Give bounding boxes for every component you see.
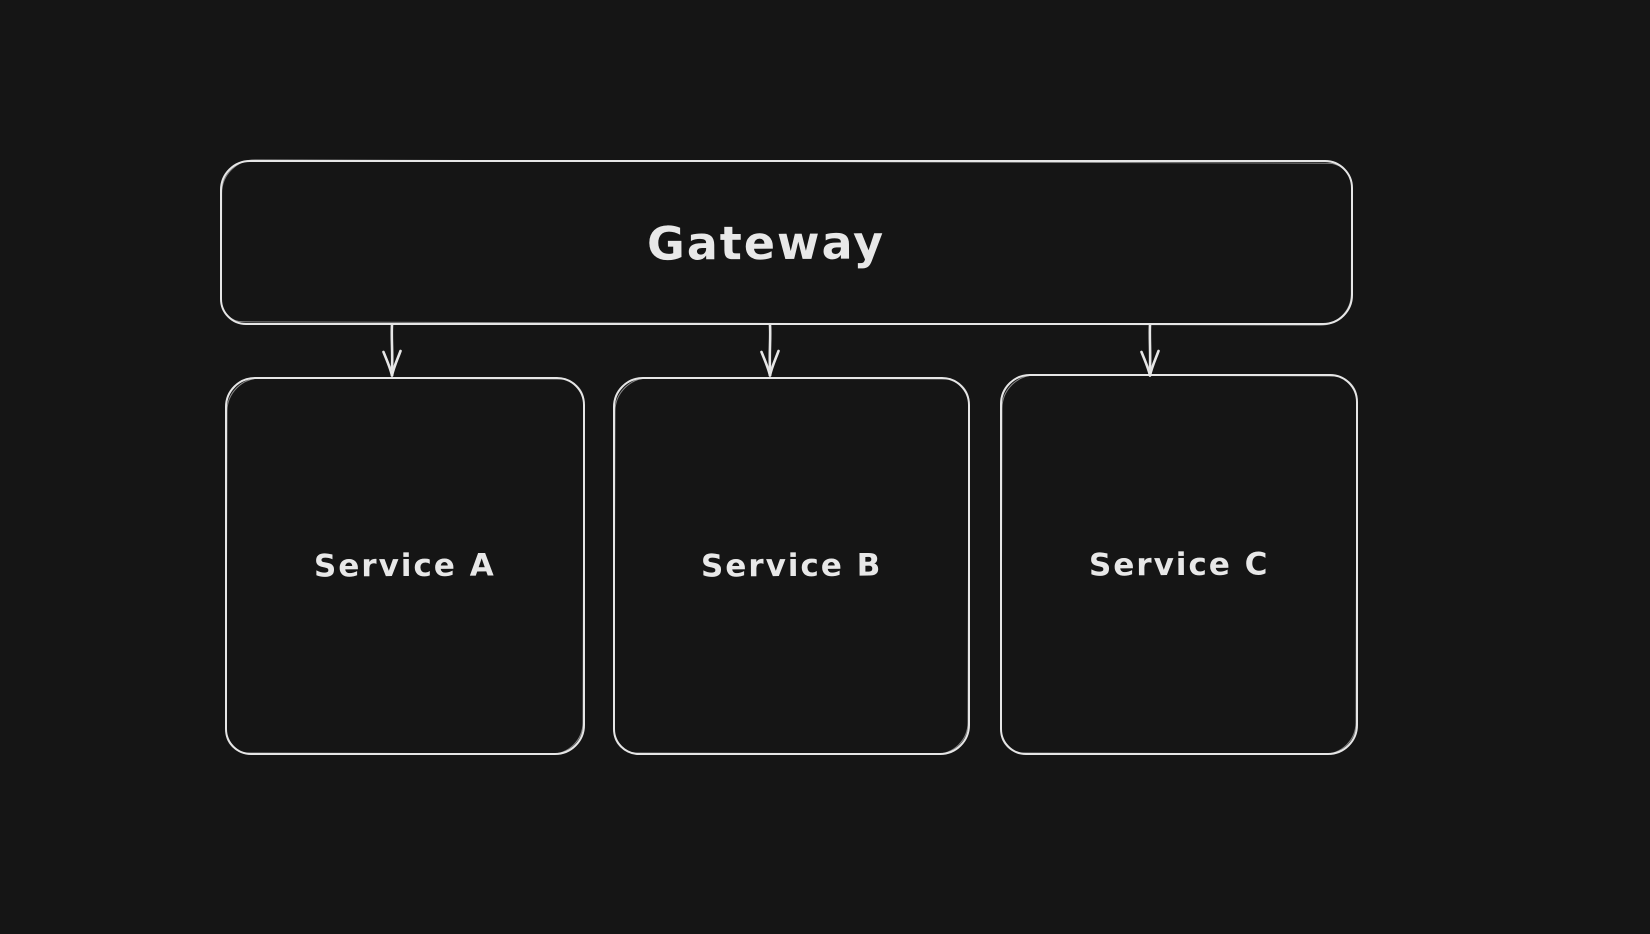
arrow-down-icon [1140,324,1160,377]
arrow-gateway-to-service-b[interactable] [755,324,785,378]
service-c-label: Service C [1088,546,1270,583]
service-b-node[interactable]: Service B [613,377,970,755]
service-a-node[interactable]: Service A [225,377,585,755]
service-a-label: Service A [314,547,496,585]
arrow-gateway-to-service-c[interactable] [1135,324,1165,378]
arrow-down-icon [760,324,780,377]
service-b-label: Service B [700,547,883,585]
gateway-node[interactable]: Gateway [220,160,1353,325]
gateway-label: Gateway [647,214,886,271]
arrow-gateway-to-service-a[interactable] [377,324,407,378]
arrow-down-icon [382,324,402,377]
service-c-node[interactable]: Service C [1000,374,1358,755]
